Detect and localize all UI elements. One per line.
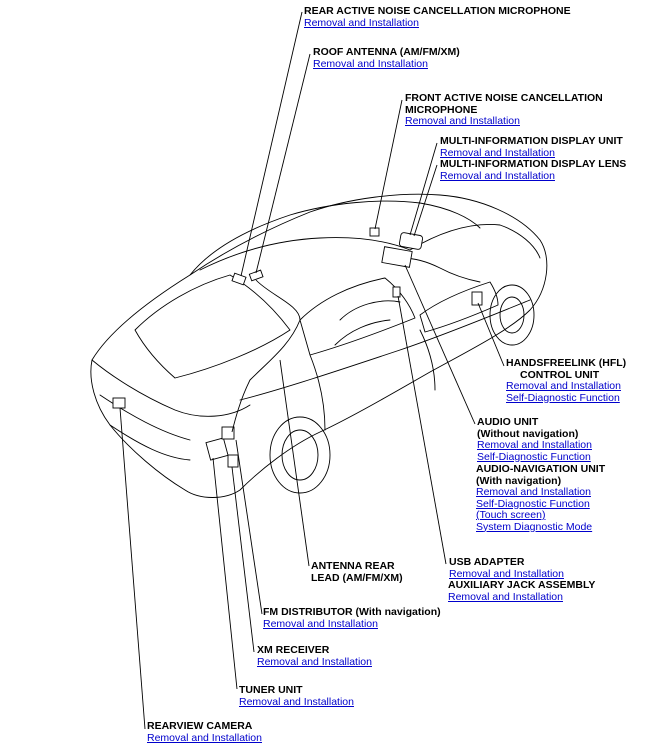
leader-rear-mic [240, 11, 303, 277]
callout-title: MULTI-INFORMATION DISPLAY LENS [440, 158, 627, 170]
rear-mic-part [231, 272, 247, 286]
callout-mid-unit: MULTI-INFORMATION DISPLAY UNIT Removal a… [440, 135, 623, 159]
removal-installation-link[interactable]: Removal and Installation [304, 16, 419, 29]
callout-audio-nav: AUDIO-NAVIGATION UNIT (With navigation) … [476, 463, 606, 533]
removal-installation-link[interactable]: Removal and Installation [449, 567, 564, 580]
system-diagnostic-link[interactable]: System Diagnostic Mode [476, 520, 593, 533]
callout-fm-distributor: FM DISTRIBUTOR (With navigation) Removal… [263, 606, 441, 630]
callout-title: FM DISTRIBUTOR (With navigation) [263, 606, 441, 618]
leader-audio [404, 264, 476, 425]
front-mic-part [369, 227, 380, 237]
removal-installation-link[interactable]: Removal and Installation [440, 146, 555, 159]
fm-dist-part [221, 426, 235, 440]
roof-antenna-part [248, 269, 264, 282]
callout-usb: USB ADAPTER Removal and Installation [449, 556, 564, 580]
callout-title: AUDIO-NAVIGATION UNIT [476, 463, 606, 475]
callout-title: MICROPHONE [405, 103, 478, 116]
leader-camera [119, 407, 146, 730]
removal-installation-link[interactable]: Removal and Installation [239, 695, 354, 708]
callout-title: (With navigation) [476, 474, 562, 487]
leader-front-mic [374, 99, 403, 230]
leader-lines [119, 11, 505, 730]
leader-fm-dist [235, 439, 263, 615]
callout-antenna-lead: ANTENNA REAR LEAD (AM/FM/XM) [311, 560, 403, 584]
leader-xm [231, 466, 255, 653]
removal-installation-link[interactable]: Removal and Installation [405, 115, 520, 127]
removal-installation-link[interactable]: Removal and Installation [263, 617, 378, 630]
callout-title: USB ADAPTER [449, 556, 525, 568]
leader-tuner [212, 457, 238, 690]
callout-title: REAR ACTIVE NOISE CANCELLATION MICROPHON… [304, 5, 571, 17]
callout-title: ANTENNA REAR [311, 560, 395, 572]
components [112, 227, 483, 468]
leader-mid-unit [409, 142, 438, 236]
leader-roof-antenna [255, 53, 311, 274]
leader-usb [397, 295, 447, 565]
callout-front-anc-mic: FRONT ACTIVE NOISE CANCELLATION MICROPHO… [405, 92, 603, 128]
callout-tuner-unit: TUNER UNIT Removal and Installation [239, 684, 354, 708]
callout-audio-unit: AUDIO UNIT (Without navigation) Removal … [477, 416, 592, 463]
leader-antenna-lead [279, 359, 310, 567]
callout-title: AUDIO UNIT [477, 416, 539, 428]
leader-hfl [477, 302, 505, 367]
usb-part [392, 286, 401, 298]
audio-unit-part [381, 246, 413, 268]
callout-title: LEAD (AM/FM/XM) [311, 571, 403, 584]
hfl-part [471, 291, 483, 306]
tuner-part [205, 437, 229, 461]
mid-lens-part [398, 232, 424, 250]
callout-title: REARVIEW CAMERA [147, 720, 253, 732]
antenna-lead-cable [231, 279, 301, 433]
removal-installation-link[interactable]: Removal and Installation [477, 439, 592, 451]
self-diagnostic-link[interactable]: Self-Diagnostic Function [477, 450, 591, 463]
callout-title: AUXILIARY JACK ASSEMBLY [448, 579, 596, 591]
callout-hfl: HANDSFREELINK (HFL) CONTROL UNIT Removal… [506, 357, 627, 404]
leader-mid-lens [413, 164, 438, 237]
callout-aux: AUXILIARY JACK ASSEMBLY Removal and Inst… [448, 579, 596, 603]
touch-screen-link[interactable]: (Touch screen) [476, 509, 546, 521]
removal-installation-link[interactable]: Removal and Installation [476, 486, 591, 498]
callout-title: MULTI-INFORMATION DISPLAY UNIT [440, 135, 623, 147]
callout-title: ROOF ANTENNA (AM/FM/XM) [313, 46, 460, 58]
callout-title: FRONT ACTIVE NOISE CANCELLATION [405, 92, 603, 104]
callout-title: TUNER UNIT [239, 684, 303, 696]
removal-installation-link[interactable]: Removal and Installation [440, 169, 555, 182]
callout-xm-receiver: XM RECEIVER Removal and Installation [257, 644, 372, 668]
callout-rearview-camera: REARVIEW CAMERA Removal and Installation [147, 720, 262, 744]
callout-roof-antenna: ROOF ANTENNA (AM/FM/XM) Removal and Inst… [313, 46, 460, 70]
removal-installation-link[interactable]: Removal and Installation [257, 655, 372, 668]
self-diagnostic-link[interactable]: Self-Diagnostic Function [506, 391, 620, 404]
removal-installation-link[interactable]: Removal and Installation [506, 380, 621, 392]
self-diagnostic-link[interactable]: Self-Diagnostic Function [476, 497, 590, 510]
camera-part [112, 397, 126, 409]
removal-installation-link[interactable]: Removal and Installation [313, 57, 428, 70]
car-outline [90, 193, 548, 498]
callout-title: (Without navigation) [477, 427, 579, 440]
removal-installation-link[interactable]: Removal and Installation [448, 590, 563, 603]
callout-title: CONTROL UNIT [520, 368, 600, 381]
removal-installation-link[interactable]: Removal and Installation [147, 731, 262, 744]
callout-mid-lens: MULTI-INFORMATION DISPLAY LENS Removal a… [440, 158, 627, 182]
callout-title: XM RECEIVER [257, 644, 330, 656]
callout-rear-anc-mic: REAR ACTIVE NOISE CANCELLATION MICROPHON… [304, 5, 571, 29]
callout-title: HANDSFREELINK (HFL) [506, 357, 627, 369]
xm-part [227, 454, 239, 468]
